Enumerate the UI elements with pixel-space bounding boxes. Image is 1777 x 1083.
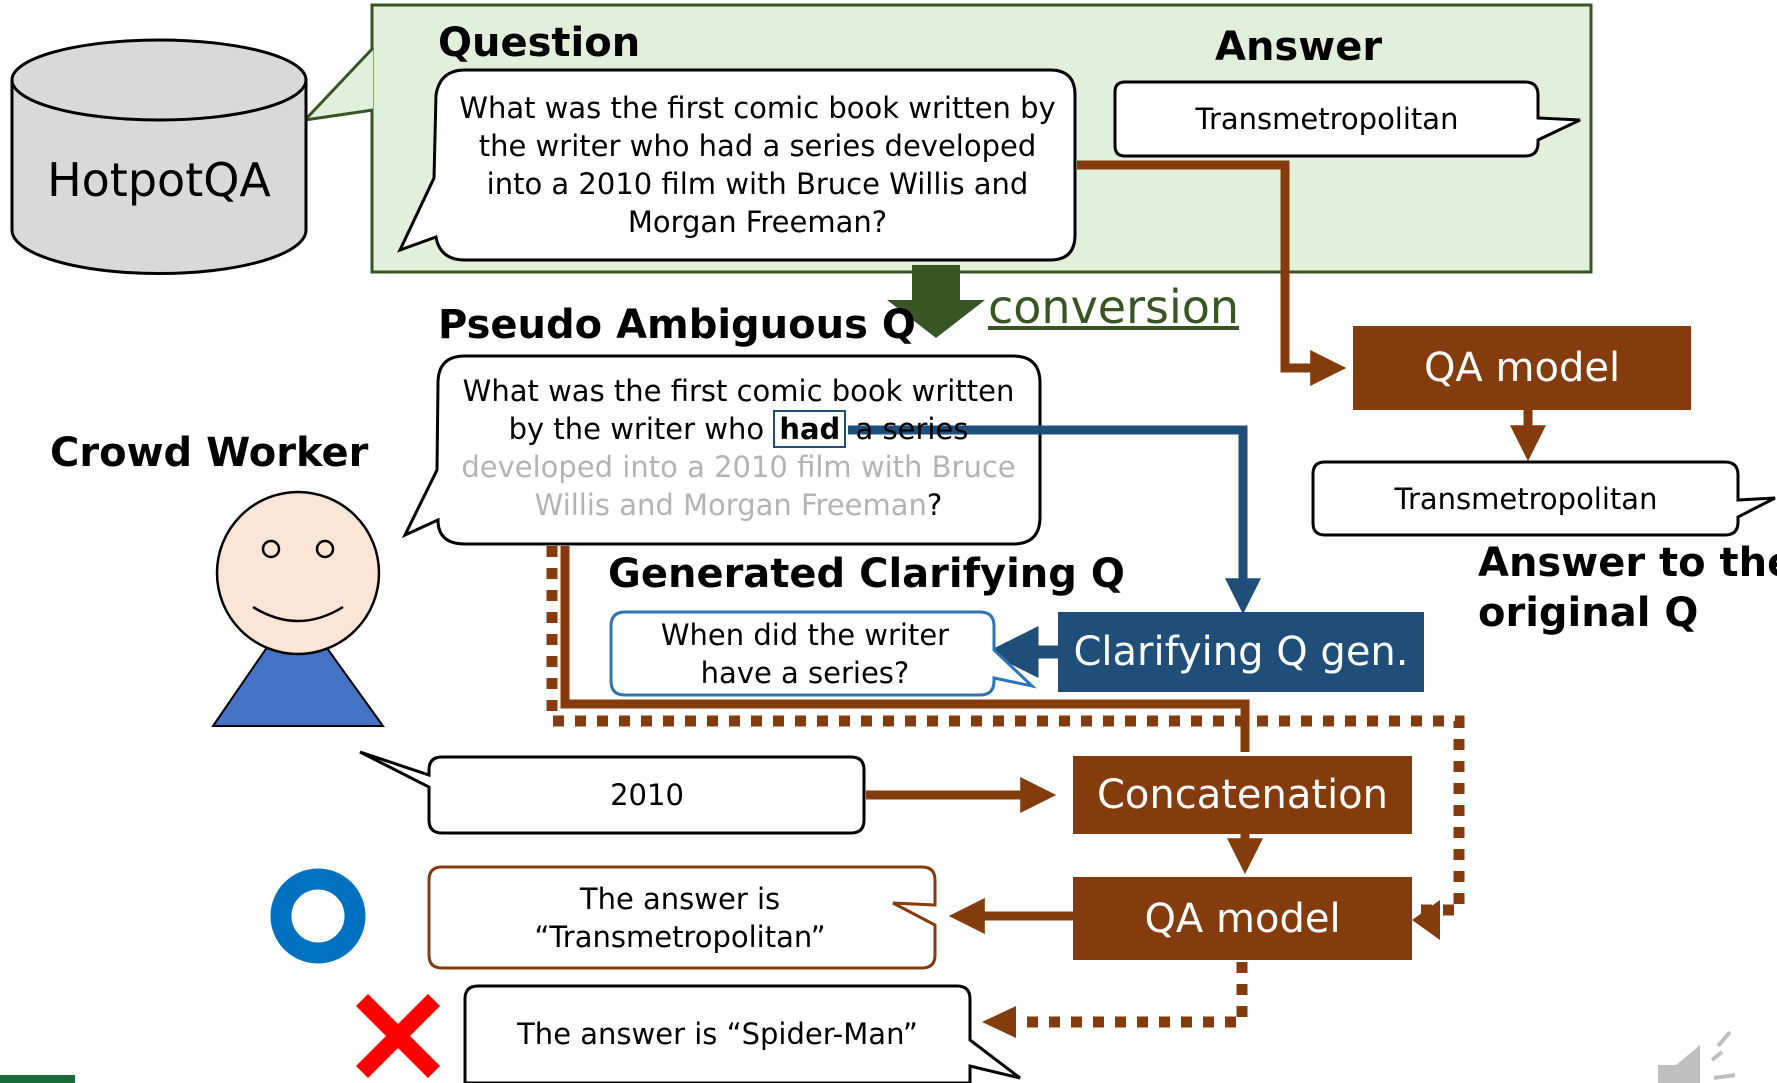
concatenation-box: Concatenation bbox=[1073, 756, 1412, 834]
answer-bubble bbox=[1113, 80, 1581, 158]
qa-answer-top-text: Transmetropolitan bbox=[1394, 482, 1658, 516]
ambiguous-line-4: Willis and Morgan Freeman? bbox=[446, 486, 1031, 524]
clarifying-question-text: When did the writer have a series? bbox=[660, 618, 950, 690]
answer-original-heading-line-1: Answer to the bbox=[1478, 540, 1777, 586]
correct-answer-bubble bbox=[427, 865, 937, 970]
answer-heading: Answer bbox=[1215, 24, 1383, 70]
ambiguous-question-bubble bbox=[401, 354, 1042, 546]
connector-dotted-bypass bbox=[546, 546, 1465, 916]
original-question-text: What was the first comic book written by… bbox=[459, 91, 1056, 239]
original-answer-text: Transmetropolitan bbox=[1195, 102, 1459, 136]
crowd-worker-icon bbox=[211, 490, 385, 727]
ambiguous-faded-line-2: Willis and Morgan Freeman bbox=[534, 488, 927, 522]
ambiguous-question-text: What was the first comic book written by… bbox=[446, 372, 1031, 524]
connector-ambiguous-to-concatenation bbox=[560, 546, 1250, 752]
top-answer-bubble bbox=[1311, 460, 1776, 537]
wrong-answer-text: The answer is “Spider-Man” bbox=[517, 1017, 918, 1051]
ambiguous-line-1: What was the first comic book written bbox=[462, 374, 1015, 408]
wrong-answer-bubble bbox=[463, 984, 1021, 1083]
question-bubble bbox=[397, 68, 1077, 262]
connector-question-to-qa bbox=[1077, 160, 1347, 386]
ambiguous-faded-line-1: developed into a 2010 film with Bruce bbox=[461, 450, 1016, 484]
conversion-label: conversion bbox=[988, 280, 1240, 334]
correct-answer-text: The answer is “Transmetropolitan” bbox=[534, 882, 826, 954]
database-cylinder-icon bbox=[10, 38, 308, 276]
clarifying-q-gen-box: Clarifying Q gen. bbox=[1058, 612, 1424, 692]
qa-model-bottom-box: QA model bbox=[1073, 877, 1412, 960]
connector-dotted-qa-to-wrong-answer bbox=[1020, 962, 1248, 1028]
question-heading: Question bbox=[438, 20, 641, 66]
bypass-arrowhead-icon bbox=[1412, 900, 1440, 940]
qa-model-top-box: QA model bbox=[1353, 326, 1691, 410]
connector-highlight-to-clarifying-gen bbox=[848, 425, 1261, 615]
speaker-icon bbox=[1658, 1030, 1736, 1083]
ambiguous-line-2: by the writer who had a series bbox=[446, 410, 1031, 448]
worker-answer-text: 2010 bbox=[610, 778, 684, 812]
highlighted-word: had bbox=[773, 410, 847, 448]
logo-icon bbox=[0, 1075, 75, 1083]
panel-callout-pointer bbox=[300, 46, 375, 123]
wrong-mark-icon bbox=[355, 993, 441, 1079]
worker-answer-bubble bbox=[359, 750, 866, 835]
correct-mark-icon bbox=[270, 868, 366, 964]
ambiguous-question-mark: ? bbox=[926, 488, 943, 522]
database-label: HotpotQA bbox=[47, 153, 271, 207]
answer-original-heading-line-2: original Q bbox=[1478, 590, 1699, 636]
conversion-arrow-icon bbox=[887, 265, 985, 338]
clarifying-question-bubble bbox=[609, 610, 1037, 697]
wrong-answer-arrowhead-icon bbox=[982, 1006, 1016, 1038]
pseudo-ambiguous-heading: Pseudo Ambiguous Q bbox=[438, 302, 916, 348]
crowd-worker-heading: Crowd Worker bbox=[50, 430, 369, 476]
ambiguous-line-2-pre: by the writer who bbox=[508, 412, 765, 446]
ambiguous-line-2-post: a series bbox=[855, 412, 969, 446]
generated-clarifying-heading: Generated Clarifying Q bbox=[608, 551, 1125, 597]
